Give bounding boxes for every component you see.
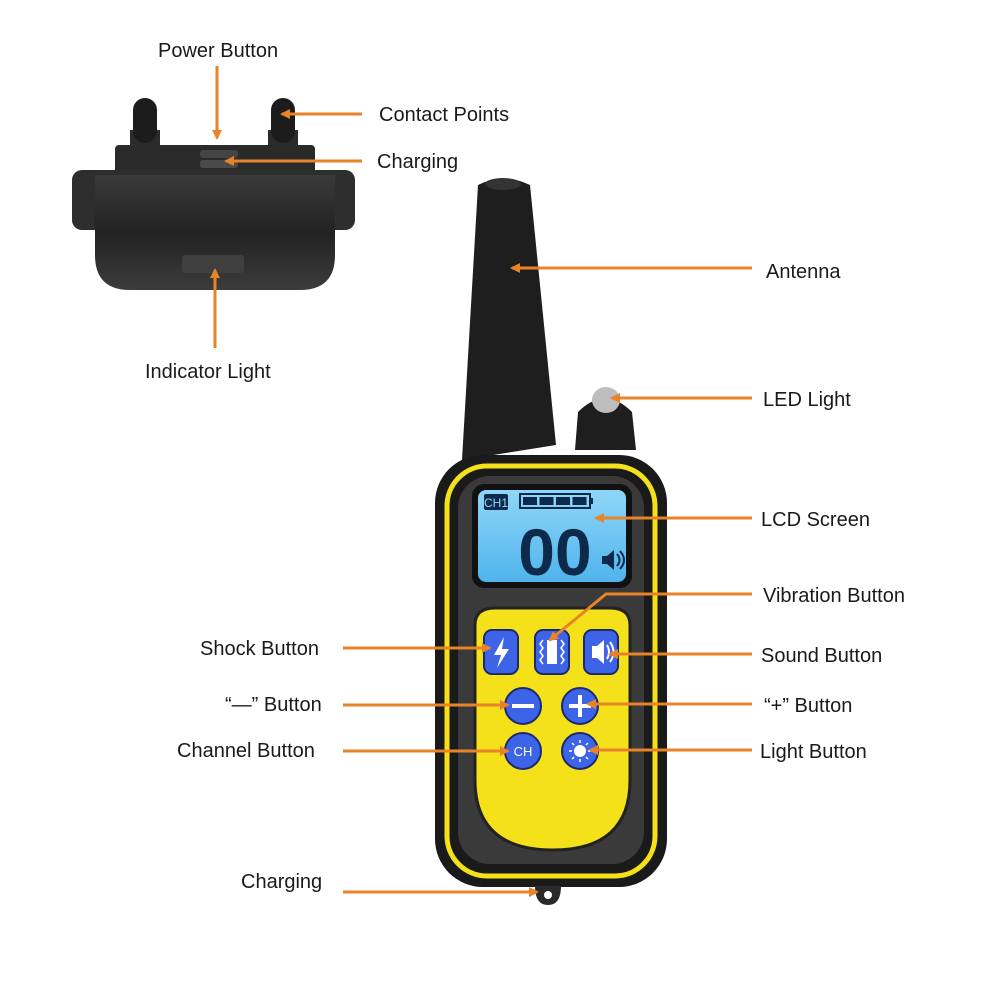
- left-contact-point: [133, 98, 157, 143]
- remote-transmitter: CH1 00: [435, 178, 667, 905]
- lightning-icon: [494, 637, 509, 668]
- led-light-part: [592, 387, 620, 413]
- label-shock-button: Shock Button: [200, 638, 319, 660]
- sound-button[interactable]: [583, 629, 619, 675]
- lcd-channel: CH1: [484, 496, 508, 510]
- label-lcd-screen: LCD Screen: [761, 509, 870, 531]
- label-charging-top: Charging: [377, 151, 458, 173]
- label-antenna: Antenna: [766, 261, 841, 283]
- label-charging-bottom: Charging: [241, 871, 322, 893]
- label-power-button: Power Button: [158, 40, 278, 62]
- label-indicator-light: Indicator Light: [145, 361, 271, 383]
- label-channel-button: Channel Button: [177, 740, 315, 762]
- indicator-light-part: [182, 255, 244, 273]
- power-button-part: [200, 150, 238, 158]
- lcd-sound-icon: [602, 550, 625, 570]
- label-plus-button: “+” Button: [764, 695, 852, 717]
- battery-bar: [523, 497, 537, 505]
- battery-bar: [572, 497, 587, 505]
- lcd-level: 00: [518, 515, 591, 589]
- battery-icon: [519, 493, 593, 509]
- label-vibration-button: Vibration Button: [763, 585, 905, 607]
- battery-bar: [556, 497, 570, 505]
- lcd-screen: [478, 490, 626, 582]
- callout-arrows: [210, 66, 752, 897]
- collar-receiver: [72, 98, 355, 290]
- channel-button[interactable]: CH: [504, 732, 542, 770]
- plus-button[interactable]: [561, 687, 599, 725]
- minus-button[interactable]: [504, 687, 542, 725]
- vibration-button[interactable]: [534, 629, 570, 675]
- minus-icon: [512, 704, 534, 708]
- label-minus-button: “—” Button: [225, 694, 322, 716]
- callout-labels: Power Button Contact Points Charging Ind…: [145, 40, 905, 893]
- antenna-part: [462, 178, 556, 460]
- channel-key-label: CH: [514, 744, 533, 759]
- light-button[interactable]: [561, 732, 599, 770]
- vibration-icon: [539, 639, 565, 665]
- label-sound-button: Sound Button: [761, 645, 882, 667]
- label-led-light: LED Light: [763, 389, 851, 411]
- right-contact-point: [271, 98, 295, 143]
- label-light-button: Light Button: [760, 741, 867, 763]
- battery-bar: [539, 497, 554, 505]
- label-contact-points: Contact Points: [379, 104, 509, 126]
- shock-button[interactable]: [483, 629, 519, 675]
